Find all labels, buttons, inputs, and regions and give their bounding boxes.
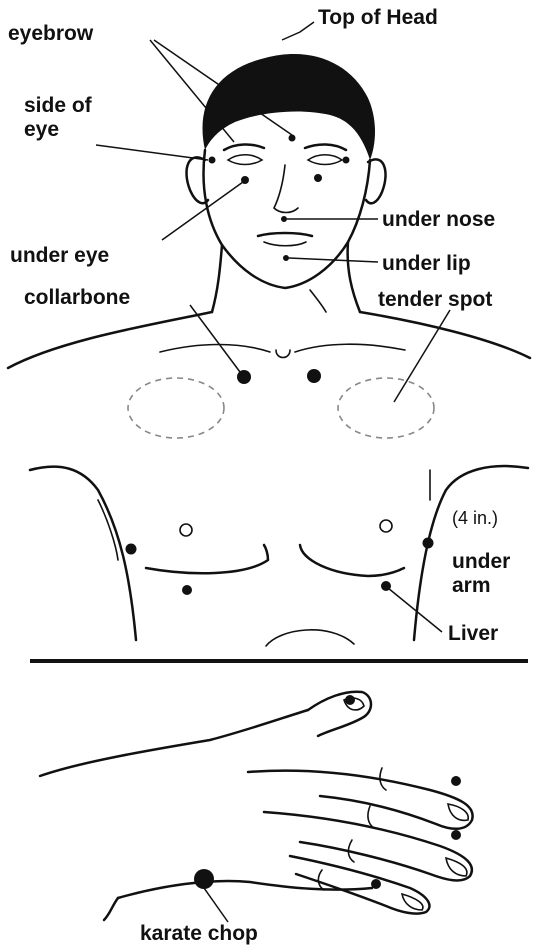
hand-illustration: [40, 692, 473, 920]
leader-under-eye: [162, 182, 243, 240]
label-side-of-eye-1: side of: [24, 94, 93, 117]
neck-right: [348, 242, 360, 312]
left-arm: [30, 467, 136, 640]
label-top-of-head: Top of Head: [318, 6, 438, 29]
tapping-points: [126, 135, 462, 890]
left-eye: [228, 155, 262, 165]
middle-finger: [264, 812, 472, 880]
knuckle-crease-4: [318, 870, 324, 890]
leader-lines: [96, 22, 450, 922]
hair: [203, 54, 376, 160]
left-nipple: [180, 524, 192, 536]
point-ring-finger: [371, 879, 381, 889]
lower-lip: [264, 242, 306, 246]
right-eyebrow: [305, 144, 346, 150]
point-side-of-eye-right: [343, 157, 350, 164]
label-under-arm-1: under: [452, 550, 510, 573]
right-pec: [300, 545, 404, 576]
point-collarbone-left: [237, 370, 251, 384]
label-four-in: (4 in.): [452, 508, 498, 528]
knuckle-crease-2: [368, 806, 374, 828]
hand-back: [40, 710, 308, 776]
palm-edge: [104, 898, 118, 920]
label-eyebrow: eyebrow: [8, 22, 94, 45]
middle-nail: [446, 858, 467, 876]
label-under-lip: under lip: [382, 252, 471, 275]
tender-spot-left: [128, 378, 224, 438]
ring-nail: [402, 894, 423, 910]
label-collarbone: collarbone: [24, 286, 130, 309]
tender-spot-right: [338, 378, 434, 438]
point-side-of-eye: [209, 157, 216, 164]
point-thumb: [345, 695, 355, 705]
neck-left: [212, 245, 222, 312]
point-eyebrow: [289, 135, 296, 142]
point-index-finger: [451, 776, 461, 786]
point-under-arm-right: [423, 538, 434, 549]
label-side-of-eye-2: eye: [24, 118, 59, 141]
nose: [274, 165, 298, 213]
right-clavicle: [295, 344, 405, 352]
point-karate-chop: [194, 869, 214, 889]
right-nipple: [380, 520, 392, 532]
label-under-eye: under eye: [10, 244, 109, 267]
mouth: [258, 233, 312, 236]
point-middle-finger: [451, 830, 461, 840]
thumb: [308, 692, 371, 736]
leader-karate-chop: [204, 888, 228, 922]
label-tender-spot: tender spot: [378, 288, 492, 311]
left-clavicle: [160, 345, 270, 353]
label-liver: Liver: [448, 622, 498, 645]
leader-top-of-head: [282, 22, 314, 40]
label-under-nose: under nose: [382, 208, 495, 231]
left-shoulder: [8, 312, 212, 368]
little-finger: [118, 881, 372, 898]
leader-collarbone: [190, 305, 240, 372]
point-under-eye-right: [314, 174, 322, 182]
label-under-arm-2: arm: [452, 574, 491, 597]
abdomen-arc: [266, 630, 354, 646]
left-eyebrow: [224, 144, 264, 150]
index-finger: [248, 771, 473, 829]
point-under-lip: [283, 255, 289, 261]
label-karate-chop: karate chop: [140, 922, 258, 945]
leader-side-of-eye: [96, 145, 208, 160]
point-liver-left: [182, 585, 192, 595]
point-collarbone-right: [307, 369, 321, 383]
point-under-arm-left: [126, 544, 137, 555]
point-under-nose: [281, 216, 287, 222]
sternal-notch: [276, 350, 290, 358]
neck-muscle: [310, 290, 326, 312]
head-illustration: [186, 54, 385, 312]
left-pec: [146, 545, 268, 573]
right-eye: [308, 155, 342, 165]
index-nail: [448, 804, 468, 820]
